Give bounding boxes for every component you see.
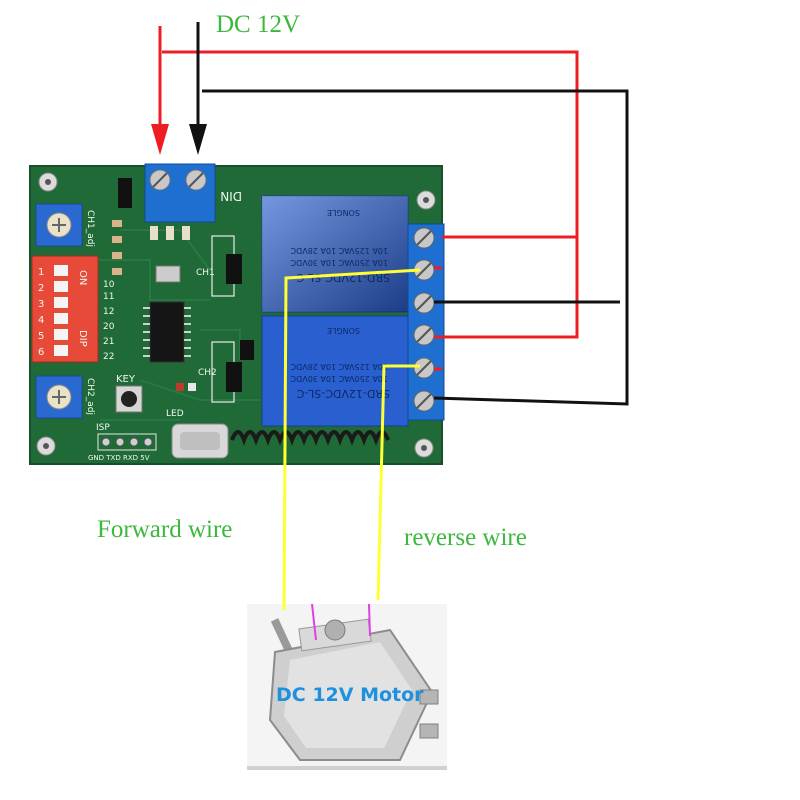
- motor-lead-2: [368, 603, 371, 637]
- mode-code: 12: [103, 307, 114, 317]
- relay-1-rating-2: 10A 125VAC 10A 28VDC: [290, 246, 388, 255]
- relay-1: SRD-12VDC-SL-C 10A 250VAC 10A 30VDC 10A …: [261, 195, 409, 313]
- key-label: KEY: [116, 374, 136, 385]
- relay-2-rating-2: 10A 125VAC 10A 28VDC: [290, 362, 388, 371]
- pot-ch1: [35, 203, 83, 247]
- pot-ch2: [35, 375, 83, 419]
- wires: [151, 22, 629, 611]
- dip-number-2: 2: [38, 283, 44, 294]
- antenna-coil: [230, 430, 390, 446]
- forward-wire-label: Forward wire: [97, 516, 232, 543]
- mode-code: 20: [103, 322, 115, 332]
- relay-2-brand: SONGLE: [327, 326, 360, 335]
- ch1-label: CH1: [196, 268, 215, 278]
- ch2-adj-label: CH2_adj: [85, 378, 95, 415]
- mode-code: 10: [103, 280, 115, 290]
- output-terminal: [407, 223, 445, 421]
- isp-pins-label: GND TXD RXD 5V: [88, 454, 150, 462]
- mounting-holes: [36, 172, 436, 458]
- relay-2-rating-1: 10A 250VAC 10A 30VDC: [290, 374, 388, 383]
- dip-switch: 1 2 3 4 5 6 ON DIP: [31, 255, 99, 363]
- mode-code: 11: [103, 292, 114, 302]
- key-button: [115, 385, 143, 413]
- led-label: LED: [166, 409, 184, 419]
- reverse-wire: [376, 364, 420, 601]
- relay-1-rating-1: 10A 250VAC 10A 30VDC: [290, 258, 388, 267]
- din-label: DIN: [220, 189, 242, 203]
- negative-wire-loop: [202, 89, 629, 406]
- motor-photo: DC 12V Motor: [247, 603, 447, 770]
- ch2-label: CH2: [198, 368, 217, 378]
- motor-lead-1: [311, 603, 317, 641]
- motor-shaft: [270, 618, 296, 658]
- dip-label: DIP: [77, 330, 88, 347]
- ch1-adj-label: CH1_adj: [85, 210, 95, 247]
- dip-number-6: 6: [38, 347, 44, 358]
- dip-number-3: 3: [38, 299, 44, 310]
- motor-body: [268, 618, 439, 761]
- dip-number-5: 5: [38, 331, 44, 342]
- supply-negative-arrow: [189, 22, 207, 155]
- mode-codes: 10 11 12 20 21 22: [103, 280, 115, 362]
- supply-label: DC 12V: [216, 11, 300, 38]
- smd-components: [112, 178, 254, 403]
- mcu-chip: [143, 301, 191, 363]
- motor-label: DC 12V Motor: [276, 684, 424, 706]
- power-terminal: [144, 163, 216, 223]
- dip-number-1: 1: [38, 267, 44, 278]
- relay-1-brand: SONGLE: [327, 208, 360, 217]
- positive-wire-loop: [162, 50, 579, 339]
- mode-code: 21: [103, 337, 114, 347]
- relay-2-model: SRD-12VDC-SL-C: [296, 387, 390, 400]
- dip-on-label: ON: [77, 270, 88, 285]
- supply-positive-arrow: [151, 26, 169, 155]
- isp-label: ISP: [96, 423, 110, 433]
- mode-code: 22: [103, 352, 114, 362]
- dip-number-4: 4: [38, 315, 44, 326]
- reverse-wire-label: reverse wire: [404, 524, 527, 551]
- isp-header: [97, 433, 157, 451]
- forward-wire: [282, 268, 421, 611]
- rf-crystal: [171, 423, 229, 459]
